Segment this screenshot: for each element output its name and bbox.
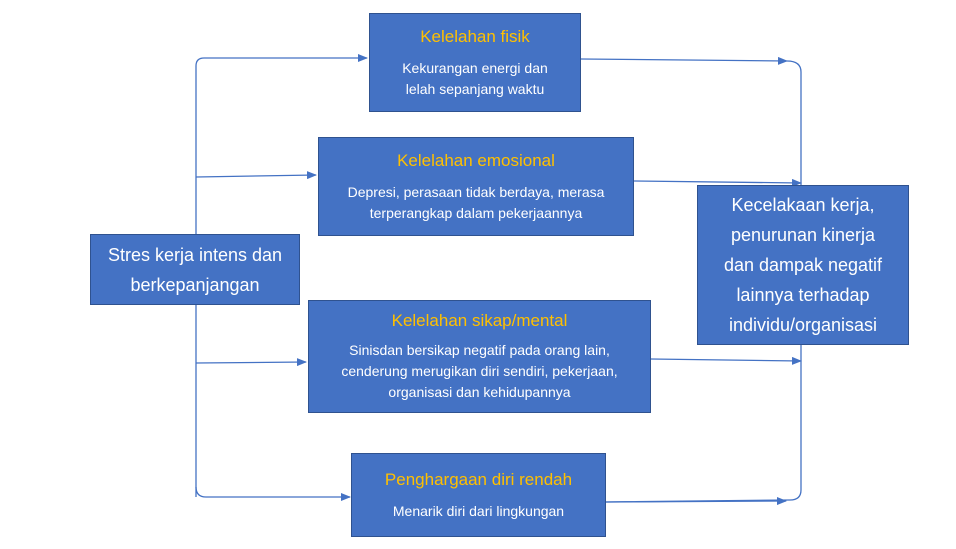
branch-description-line: Kekurangan energi dan: [402, 59, 548, 76]
source-line-2: berkepanjangan: [130, 274, 260, 295]
arrow-physical-out: [580, 56, 788, 65]
outcome-line: Kecelakaan kerja,: [731, 195, 875, 215]
branch-description: Sinisdan bersikap negatif pada orang lai…: [341, 340, 617, 403]
branch-description-line: terperangkap dalam pekerjaannya: [369, 204, 583, 221]
outcome-line: penurunan kinerja: [730, 225, 876, 245]
branch-title: Kelelahan sikap/mental: [391, 311, 568, 330]
branch-title: Kelelahan fisik: [420, 26, 530, 46]
branch-box-mental: Kelelahan sikap/mental Sinisdan bersikap…: [308, 300, 651, 413]
right-spine: [605, 60, 802, 503]
branch-description-line: cenderung merugikan diri sendiri, pekerj…: [341, 363, 618, 379]
source-box: Stres kerja intens dan berkepanjangan: [90, 234, 300, 305]
branch-description-line: lelah sepanjang waktu: [405, 80, 545, 97]
branch-box-emotional: Kelelahan emosional Depresi, perasaan ti…: [318, 137, 634, 236]
branch-description-line: Depresi, perasaan tidak berdaya, merasa: [347, 183, 605, 200]
source-line-1: Stres kerja intens dan: [107, 244, 283, 265]
branch-title: Penghargaan diri rendah: [384, 469, 573, 489]
branch-description: Menarik diri dari lingkungan: [393, 501, 564, 522]
left-spine: [195, 54, 368, 497]
branch-description-line: organisasi dan kehidupannya: [388, 384, 571, 400]
arrow-to-selfesteem: [195, 486, 351, 501]
branch-title: Kelelahan emosional: [397, 150, 555, 170]
branch-description-line: Menarik diri dari lingkungan: [392, 502, 565, 519]
arrow-selfesteem-out: [605, 497, 787, 506]
arrow-emotional-out: [633, 178, 802, 187]
outcome-line: individu/organisasi: [728, 315, 878, 335]
outcome-box: Kecelakaan kerja, penurunan kinerja dan …: [697, 185, 909, 345]
branch-box-physical: Kelelahan fisik Kekurangan energi dan le…: [369, 13, 581, 112]
branch-description-line: Sinisdan bersikap negatif pada orang lai…: [349, 342, 610, 358]
branch-box-self-esteem: Penghargaan diri rendah Menarik diri dar…: [351, 453, 606, 537]
branch-description: Kekurangan energi dan lelah sepanjang wa…: [402, 58, 548, 100]
outcome-line: dan dampak negatif: [723, 255, 883, 275]
arrow-mental-out: [650, 356, 802, 365]
arrow-to-emotional: [195, 171, 317, 180]
arrow-to-mental: [195, 358, 307, 367]
branch-description: Depresi, perasaan tidak berdaya, merasa …: [348, 182, 605, 224]
outcome-line: lainnya terhadap: [736, 285, 870, 305]
